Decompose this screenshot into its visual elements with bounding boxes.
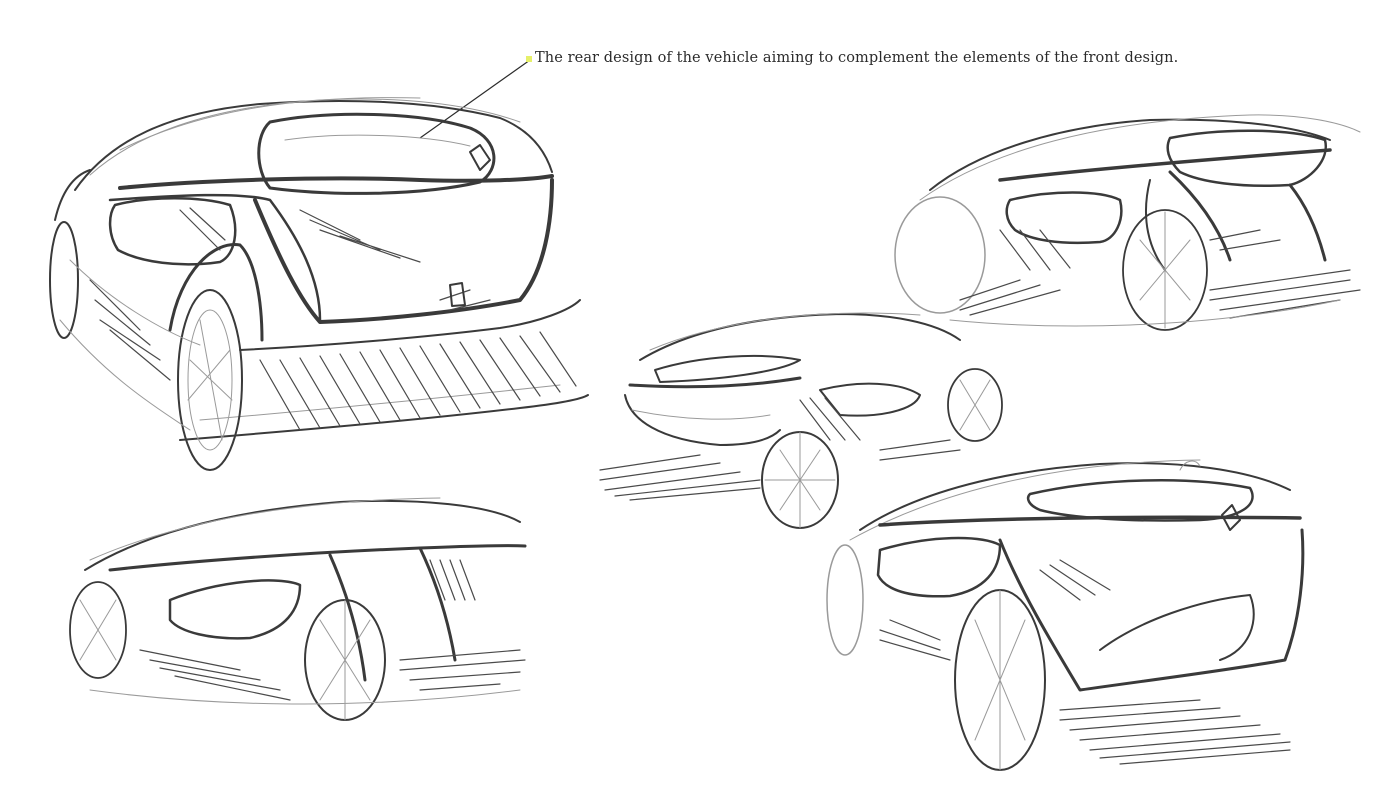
- annotation-text: The rear design of the vehicle aiming to…: [535, 50, 1179, 66]
- car-sketch-rear-bottom-right: [826, 459, 1305, 771]
- car-sketch-rear-large: [49, 97, 589, 471]
- car-sketch-side-bottom-left: [69, 497, 527, 721]
- annotation-leader-line: [419, 59, 531, 139]
- annotation-marker: [526, 56, 532, 62]
- car-sketch-rear-top-right: [894, 114, 1361, 331]
- car-sketch-front-center: [599, 312, 1003, 529]
